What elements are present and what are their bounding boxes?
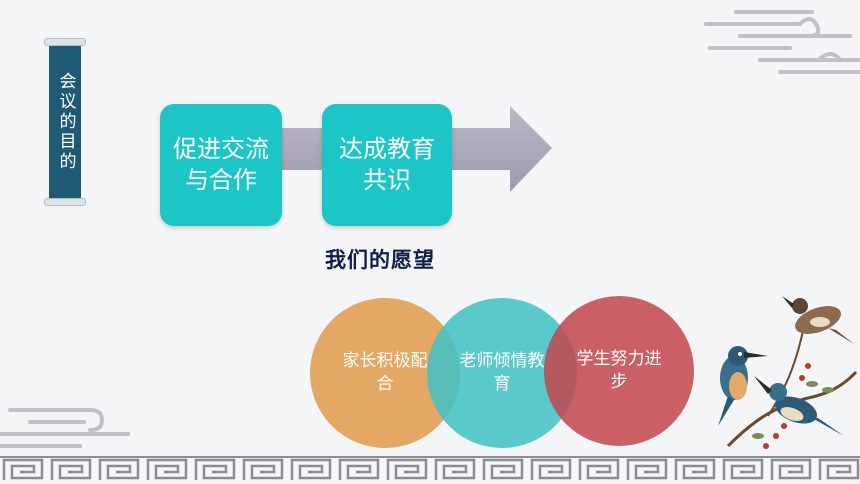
flow-step-box-2: 达成教育共识 [322,104,452,226]
scroll-bottom-cap [44,198,86,206]
wish-circle-label: 家长积极配合 [342,351,428,394]
scroll-body: 会议的目的 [49,46,81,198]
flow-step-2-label: 达成教育共识 [339,135,435,194]
cloud-pattern-icon [0,408,130,448]
section-title-scroll: 会议的目的 [44,38,86,206]
flow-step-1-label: 促进交流与合作 [173,135,269,194]
wish-circle-teachers: 老师倾情教育 [427,298,577,448]
wish-heading: 我们的愿望 [325,248,435,272]
scroll-top-cap [44,38,86,46]
kingfisher-birds-illustration-icon [718,296,858,449]
cloud-pattern-decoration-top [700,4,860,84]
cloud-pattern-decoration-bottom [0,404,160,454]
wish-circle-label: 学生努力进步 [576,349,662,392]
wish-circle-students: 学生努力进步 [544,296,694,446]
wish-circle-label: 老师倾情教育 [459,351,545,394]
section-title: 会议的目的 [55,72,76,172]
greek-key-border-icon [0,456,860,484]
flow-step-box-1: 促进交流与合作 [160,104,282,226]
cloud-pattern-icon [704,10,860,74]
